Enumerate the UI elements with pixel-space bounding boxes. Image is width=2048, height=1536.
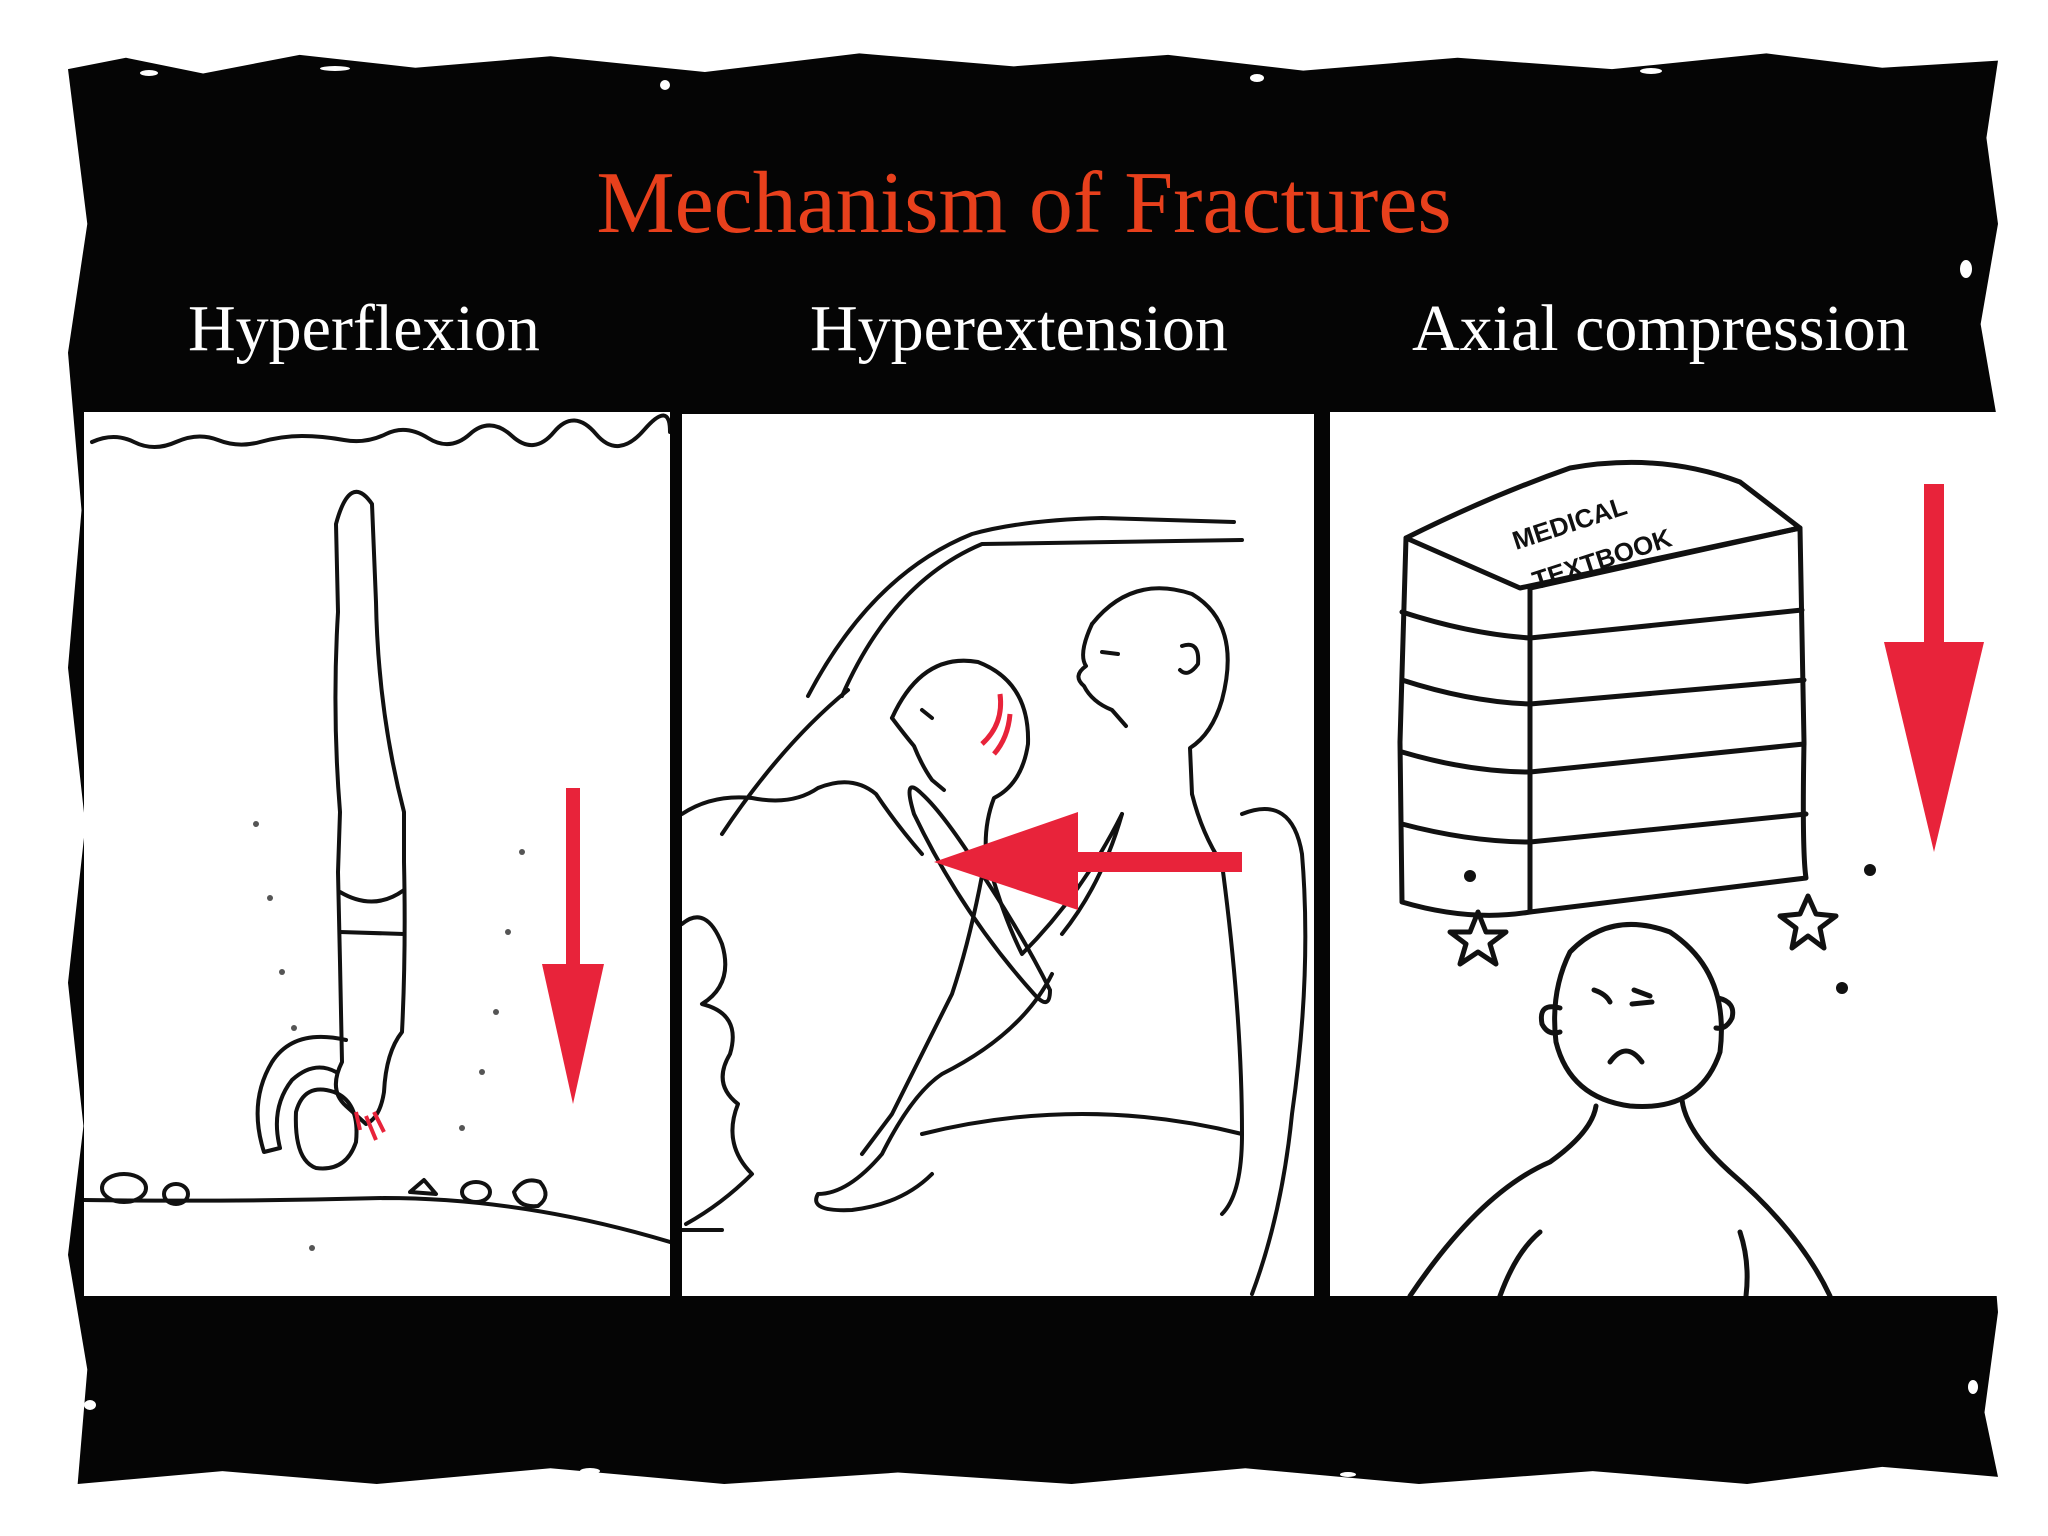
neck-and-shoulders xyxy=(1407,1103,1599,1296)
passenger-shoulder xyxy=(1190,792,1244,1216)
bubble-dot xyxy=(291,1025,297,1031)
neck-and-shoulders xyxy=(1679,1097,1833,1296)
book-stack-top xyxy=(1403,459,1803,591)
seat-back xyxy=(1240,807,1308,1296)
grunge-speck xyxy=(1340,1472,1356,1477)
bubble-dot xyxy=(505,929,511,935)
pool-floor xyxy=(84,1196,670,1244)
head-outline xyxy=(1552,921,1724,1110)
grunge-speck xyxy=(1968,1380,1978,1394)
label-hyperflexion: Hyperflexion xyxy=(188,292,540,365)
seat-cushion xyxy=(920,1112,1244,1136)
passenger-face xyxy=(1076,622,1128,728)
pebble xyxy=(512,1178,548,1209)
driver-face xyxy=(890,716,946,792)
book-divider xyxy=(1399,741,1807,775)
axial-compression-panel: MEDICAL TEXTBOOK xyxy=(1330,412,1998,1296)
books-on-head-illustration: MEDICAL TEXTBOOK xyxy=(1397,459,1984,1296)
pebble xyxy=(408,1178,438,1196)
diver-head xyxy=(293,1087,359,1171)
book-divider xyxy=(1399,677,1807,707)
book-cover-text: MEDICAL TEXTBOOK xyxy=(1509,491,1676,596)
pebble xyxy=(162,1182,190,1206)
water-surface-line xyxy=(90,413,670,449)
arrow-down-icon xyxy=(1884,484,1984,852)
driver-leg xyxy=(814,972,1054,1213)
left-ear xyxy=(1538,1004,1563,1036)
arrow-down-icon xyxy=(542,788,604,1104)
grunge-speck xyxy=(1960,260,1972,278)
driver-head-tilted-back xyxy=(890,658,1031,856)
grunge-speck xyxy=(1640,68,1662,74)
arrow-left-icon xyxy=(934,812,1242,910)
pebble xyxy=(460,1180,492,1204)
label-hyperextension: Hyperextension xyxy=(810,292,1228,365)
eye-squint xyxy=(1591,987,1655,1007)
dizzy-dot xyxy=(1836,982,1848,994)
diver-body xyxy=(333,490,407,1126)
label-axial-compression: Axial compression xyxy=(1412,292,1909,365)
diver-arm-curl xyxy=(255,1034,348,1154)
windshield-line xyxy=(720,688,850,836)
dizzy-dot xyxy=(1464,870,1476,882)
pebble xyxy=(100,1172,148,1204)
grunge-speck xyxy=(660,80,670,90)
car-roof-line-inner xyxy=(840,538,1244,698)
bubble-dot xyxy=(279,969,285,975)
passenger-head xyxy=(1090,586,1230,796)
driver-torso xyxy=(860,852,988,1156)
car-occupant-illustration xyxy=(682,516,1308,1296)
book-stack-side xyxy=(1527,525,1809,915)
star-icon xyxy=(1777,893,1839,951)
driver-eye xyxy=(920,708,934,720)
book-divider xyxy=(1399,607,1805,641)
dizzy-dot xyxy=(1864,864,1876,876)
car-roof-line xyxy=(806,516,1236,698)
impact-marks xyxy=(980,693,1013,756)
bubble-dot xyxy=(309,1245,315,1251)
book-divider xyxy=(1399,811,1809,845)
left-arm-line xyxy=(1497,1229,1543,1296)
grunge-speck xyxy=(580,1468,600,1474)
bubble-dot xyxy=(253,821,259,827)
grunge-speck xyxy=(320,66,350,71)
diver-illustration xyxy=(84,413,670,1251)
bubble-dot xyxy=(493,1009,499,1015)
slide-title: Mechanism of Fractures xyxy=(596,155,1452,252)
passenger-ear xyxy=(1178,642,1201,675)
dashboard-wavy-edge xyxy=(682,915,754,1226)
grunge-speck xyxy=(84,1400,96,1410)
right-ear xyxy=(1713,995,1736,1031)
dashboard-outline xyxy=(682,780,924,856)
hyperextension-panel xyxy=(682,414,1314,1296)
passenger-arm xyxy=(1060,812,1124,936)
bubble-dot xyxy=(519,849,525,855)
bubble-dot xyxy=(459,1125,465,1131)
grunge-speck xyxy=(140,70,158,76)
right-arm-line xyxy=(1737,1229,1750,1296)
passenger-eye xyxy=(1100,650,1120,656)
grunge-speck xyxy=(1250,74,1264,82)
hyperflexion-panel xyxy=(84,412,670,1296)
impact-marks xyxy=(354,1111,386,1141)
frown-mouth xyxy=(1607,1048,1645,1065)
book-stack-front xyxy=(1397,535,1533,918)
star-icon xyxy=(1447,909,1509,967)
diver-legs-divider xyxy=(338,888,406,936)
bubble-dot xyxy=(267,895,273,901)
bubble-dot xyxy=(479,1069,485,1075)
